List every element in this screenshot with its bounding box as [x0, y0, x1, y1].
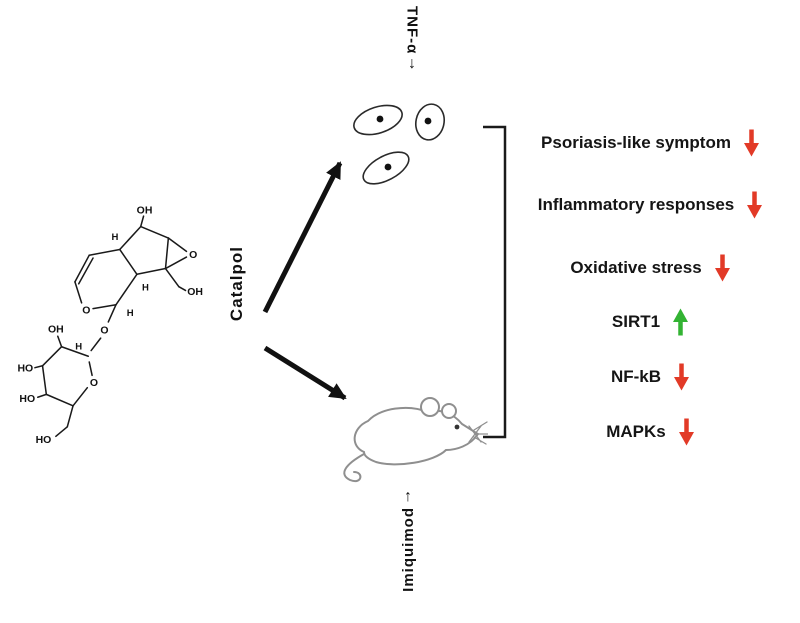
up-arrow-icon: ↑ [404, 488, 412, 505]
atom-label: HO [19, 394, 35, 405]
mouse-icon [343, 397, 488, 483]
atom-label: HO [18, 364, 34, 375]
atom-label: O [90, 378, 98, 389]
cell-nucleus [376, 115, 384, 123]
compound-label-wrap: Catalpol [222, 232, 252, 336]
mouse-whiskers [468, 421, 488, 445]
outcomes-panel: Psoriasis-like symptom Inflammatory resp… [500, 0, 800, 623]
outcome-label: Oxidative stress [570, 258, 702, 277]
outcome-row: MAPKs [500, 410, 800, 454]
cell-nucleus [424, 117, 432, 125]
arrow-to-cells [262, 161, 343, 314]
outcome-row: Inflammatory responses [500, 183, 800, 227]
atom-label: H [75, 342, 82, 353]
up-arrow-icon [673, 308, 689, 336]
tnf-stimulus: TNF-α ↓ [396, 6, 428, 74]
outcome-label: Inflammatory responses [537, 195, 735, 214]
outcome-row: Psoriasis-like symptom [500, 121, 800, 165]
outcome-row: NF-kB [500, 355, 800, 399]
atom-label: O [189, 250, 197, 261]
down-arrow-icon [714, 254, 730, 282]
mouse-eye [454, 424, 460, 430]
outcome-label: NF-kB [610, 367, 662, 386]
down-arrow-icon: ↓ [408, 55, 416, 73]
mouse-body [353, 406, 480, 466]
imiquimod-stimulus: ↑ Imiquimod [392, 487, 424, 592]
atom-label: OH [137, 205, 153, 216]
mouse-tail [343, 453, 365, 483]
outcome-label: MAPKs [606, 422, 666, 441]
outcome-row: Oxidative stress [500, 246, 800, 290]
mouse-ear [420, 397, 440, 417]
atom-label: H [112, 232, 119, 243]
tnf-label: TNF-α [403, 6, 421, 55]
mouse-ear [441, 403, 457, 419]
down-arrow-icon [674, 363, 690, 391]
atom-label: OH [48, 324, 64, 335]
outcome-label: SIRT1 [611, 312, 661, 331]
atom-label: O [100, 325, 108, 336]
cell-nucleus [384, 163, 392, 171]
compound-label: Catalpol [227, 246, 246, 322]
atom-label: O [82, 305, 90, 316]
down-arrow-icon [747, 191, 763, 219]
atom-label: H [127, 308, 134, 319]
down-arrow-icon [743, 129, 759, 157]
atom-label: H [142, 282, 149, 293]
outcome-row: SIRT1 [500, 300, 800, 344]
catalpol-structure: OH O OH O O O OH HO HO HO H H H H [18, 205, 203, 446]
atom-label: HO [36, 435, 52, 446]
imiquimod-label: Imiquimod [399, 507, 417, 592]
atom-label: OH [187, 287, 203, 298]
outcome-label: Psoriasis-like symptom [541, 133, 731, 152]
down-arrow-icon [678, 418, 694, 446]
cells-icon [353, 103, 445, 185]
